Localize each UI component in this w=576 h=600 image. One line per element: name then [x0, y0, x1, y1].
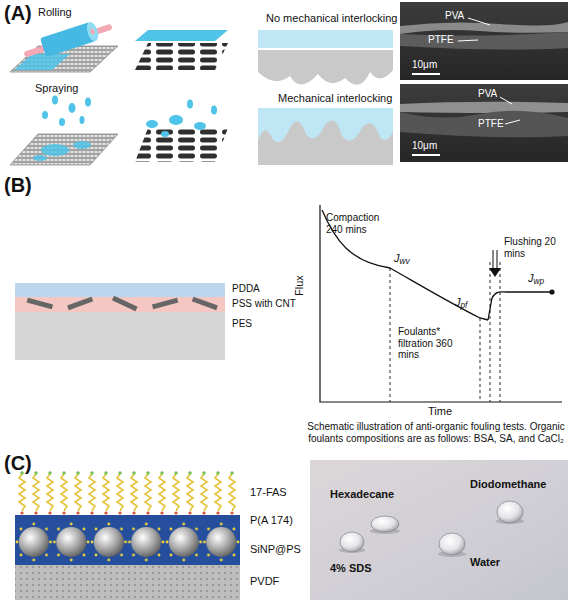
droplet-photo	[310, 460, 568, 600]
sem-image	[400, 2, 568, 80]
subscript: wv	[400, 257, 410, 266]
stage-label: Flushing 20 mins	[504, 236, 559, 259]
interface-label: Mechanical interlocking	[278, 92, 392, 105]
flux-chart	[320, 205, 562, 402]
no-interlocking-profile	[258, 30, 393, 85]
subscript: pf	[461, 301, 468, 310]
spraying-cross-section	[135, 100, 228, 163]
layer-label: PVA	[445, 10, 464, 22]
subscript: wp	[534, 277, 545, 286]
scale-bar-label: 10μm	[412, 140, 437, 152]
liquid-label: Water	[470, 556, 500, 569]
sem-image	[400, 84, 568, 162]
layer-label: PDDA	[232, 283, 260, 295]
interface-label: No mechanical interlocking	[266, 12, 397, 25]
panel-letter: (C)	[4, 452, 32, 475]
rolling-illustration	[10, 16, 118, 72]
interlocking-profile	[258, 108, 393, 165]
method-label: Spraying	[35, 82, 78, 95]
layer-label: P(A 174)	[250, 514, 293, 527]
layer-label: PVA	[478, 88, 497, 100]
flux-symbol: Jwv	[394, 252, 410, 265]
chart-note: Schematic illustration of anti-organic f…	[300, 421, 572, 444]
flux-symbol: Jpf	[455, 296, 467, 309]
membrane-layers	[15, 283, 225, 360]
liquid-label: Hexadecane	[330, 488, 394, 501]
liquid-label: 4% SDS	[330, 562, 372, 575]
panel-letter: (B)	[4, 174, 32, 197]
rolling-cross-section	[135, 30, 228, 70]
flux-symbol: Jwp	[528, 272, 544, 285]
layer-label: PVDF	[250, 575, 279, 588]
layer-label: 17-FAS	[250, 486, 287, 499]
method-label: Rolling	[38, 6, 72, 19]
scale-bar-label: 10μm	[412, 59, 437, 71]
layer-label: PTFE	[478, 118, 504, 130]
layer-label: PTFE	[428, 34, 454, 46]
liquid-label: Diodomethane	[470, 478, 546, 491]
coating-layers	[15, 470, 240, 600]
layer-label: PES	[232, 318, 252, 330]
panel-letter: (A)	[4, 2, 32, 25]
stage-label: Foulants* filtration 360 mins	[398, 326, 460, 361]
layer-label: SiNP@PS	[250, 543, 301, 556]
stage-label: Compaction 240 mins	[326, 212, 388, 235]
layer-label: PSS with CNT	[232, 298, 296, 310]
spraying-illustration	[10, 96, 118, 166]
axis-label: Flux	[293, 275, 306, 296]
axis-label: Time	[428, 405, 452, 418]
